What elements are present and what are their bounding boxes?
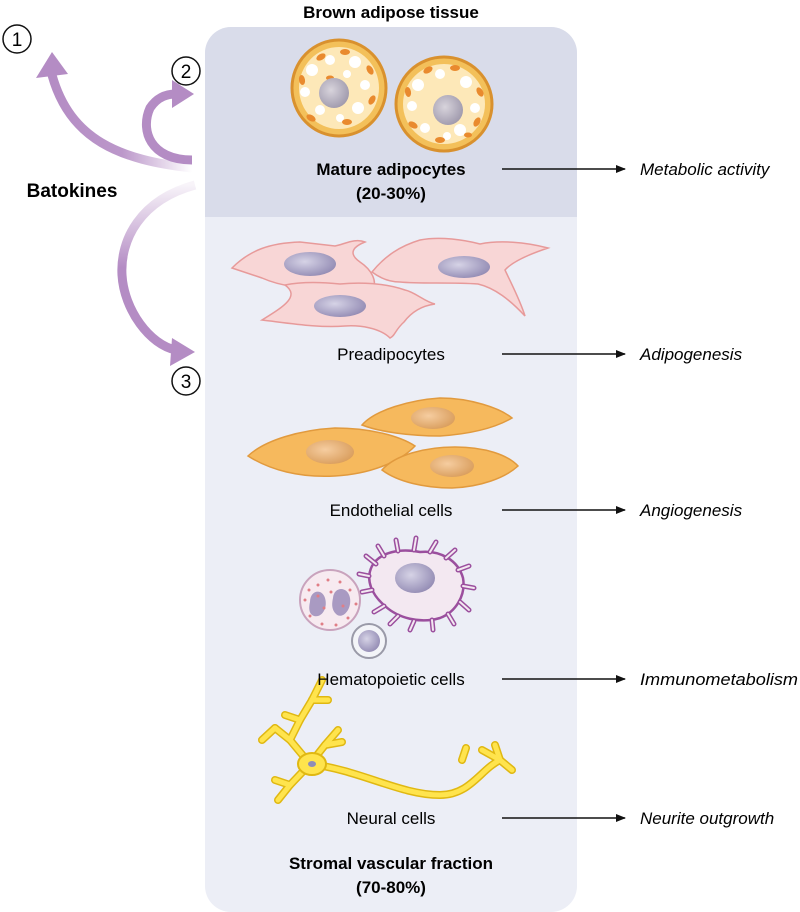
mature-adipocytes-label: Mature adipocytes <box>316 160 465 179</box>
panel-title: Brown adipose tissue <box>303 3 479 22</box>
mature-adipocyte-2 <box>394 55 494 153</box>
pathway-number-3-text: 3 <box>181 372 192 393</box>
pathway-number-3: 3 <box>171 366 201 396</box>
cell-label-neural: Neural cells <box>347 809 436 828</box>
mature-adipocytes-percent: (20-30%) <box>356 184 426 203</box>
endothelial-illustration <box>246 397 520 489</box>
arrow-3 <box>117 180 197 355</box>
neutrophil-cell <box>299 569 361 631</box>
function-neural: Neurite outgrowth <box>640 809 774 828</box>
cell-label-hematopoietic: Hematopoietic cells <box>317 670 464 689</box>
arrow-1 <box>47 73 193 173</box>
hematopoietic-illustration <box>299 535 477 659</box>
stromal-vascular-fraction-percent: (70-80%) <box>356 878 426 897</box>
cell-label-endothelial: Endothelial cells <box>330 501 453 520</box>
macrophage-cell <box>356 535 477 633</box>
arrow-2-head <box>172 80 194 108</box>
arrow-2 <box>141 89 193 165</box>
batokine-arrows <box>36 52 197 366</box>
cell-row-preadipocytes: Preadipocytes Adipogenesis <box>337 345 742 364</box>
cell-row-endothelial: Endothelial cells Angiogenesis <box>330 501 743 520</box>
preadipocyte-nuclei <box>284 252 490 317</box>
mature-adipocyte-1 <box>290 38 388 138</box>
arrow-1-head <box>36 52 68 78</box>
cell-label-preadipocytes: Preadipocytes <box>337 345 445 364</box>
mature-row: Metabolic activity <box>502 160 771 179</box>
mature-section-bg <box>205 27 577 217</box>
cell-row-hematopoietic: Hematopoietic cells Immunometabolism <box>317 670 798 689</box>
pathway-number-1: 1 <box>2 24 32 54</box>
neural-illustration <box>258 676 516 804</box>
function-preadipocytes: Adipogenesis <box>639 345 743 364</box>
arrow-3-head <box>170 338 195 366</box>
pathway-number-1-text: 1 <box>12 30 23 51</box>
cell-rows: Metabolic activity Preadipocytes Adipoge… <box>317 160 798 828</box>
mature-function: Metabolic activity <box>640 160 771 179</box>
pathway-number-2: 2 <box>171 56 201 86</box>
function-hematopoietic: Immunometabolism <box>640 670 798 689</box>
pathway-number-2-text: 2 <box>181 62 192 83</box>
stromal-vascular-fraction-label: Stromal vascular fraction <box>289 854 493 873</box>
function-endothelial: Angiogenesis <box>639 501 743 520</box>
cell-row-neural: Neural cells Neurite outgrowth <box>347 809 775 828</box>
batokines-label: Batokines <box>27 181 118 202</box>
lymphocyte-cell <box>351 623 387 659</box>
